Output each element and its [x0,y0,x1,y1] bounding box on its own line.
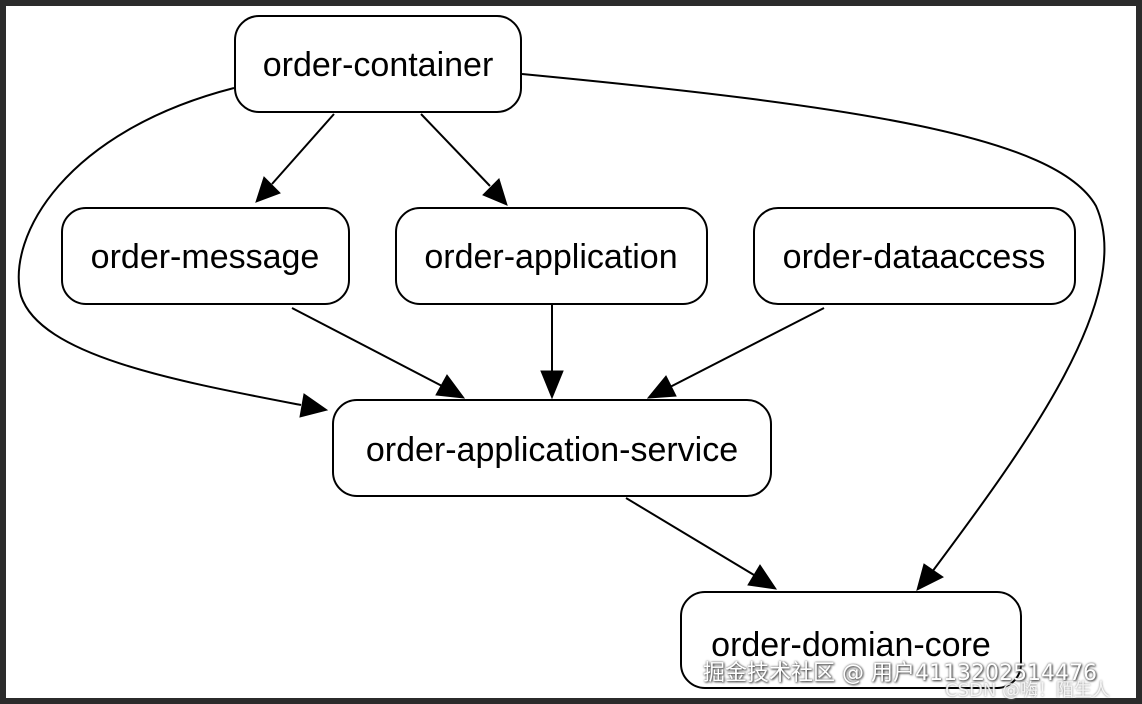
edge-container-service [17,87,302,406]
edge-message-service [291,307,443,387]
edge-container-message-arrowhead [255,176,281,203]
node-order-application: order-application [395,207,708,305]
node-order-dataaccess-label: order-dataaccess [783,238,1046,276]
node-order-container-box [234,15,522,113]
edge-application-service-arrowhead [540,370,564,400]
node-order-domian-core-label: order-domian-core [711,626,991,664]
node-order-application-label: order-application [424,238,677,276]
watermark-main: 掘金技术社区 @ 用户4113202514476 [703,661,1097,686]
edge-container-application-arrowhead [482,178,508,206]
edge-dataaccess-service [669,307,825,388]
node-order-message-box [61,207,350,305]
node-order-container-label: order-container [263,46,494,84]
edge-message-service-arrowhead [435,374,466,399]
edge-container-core-arrowhead [916,563,944,591]
node-order-domian-core-box [680,591,1022,689]
node-order-message: order-message [61,207,350,305]
node-order-application-service: order-application-service [332,399,772,497]
node-order-application-service-label: order-application-service [366,431,738,469]
node-order-message-label: order-message [91,238,320,276]
watermark-sub: CSDN @嗨！陌生人 [945,680,1111,701]
edge-service-core [625,497,755,576]
dependency-graph: order-container order-message order-appl… [17,15,1106,689]
node-order-application-box [395,207,708,305]
edges [17,73,1106,591]
node-order-dataaccess-box [753,207,1076,305]
edge-container-message [271,113,335,185]
edge-dataaccess-service-arrowhead [646,375,677,399]
node-order-application-service-box [332,399,772,497]
edge-container-application [420,113,491,187]
node-order-container: order-container [234,15,522,113]
node-order-domian-core: order-domian-core [680,591,1022,689]
node-order-dataaccess: order-dataaccess [753,207,1076,305]
edge-container-core [521,73,1106,573]
diagram-canvas: order-container order-message order-appl… [6,6,1136,698]
edge-container-service-arrowhead [299,393,329,418]
edge-service-core-arrowhead [747,564,778,590]
